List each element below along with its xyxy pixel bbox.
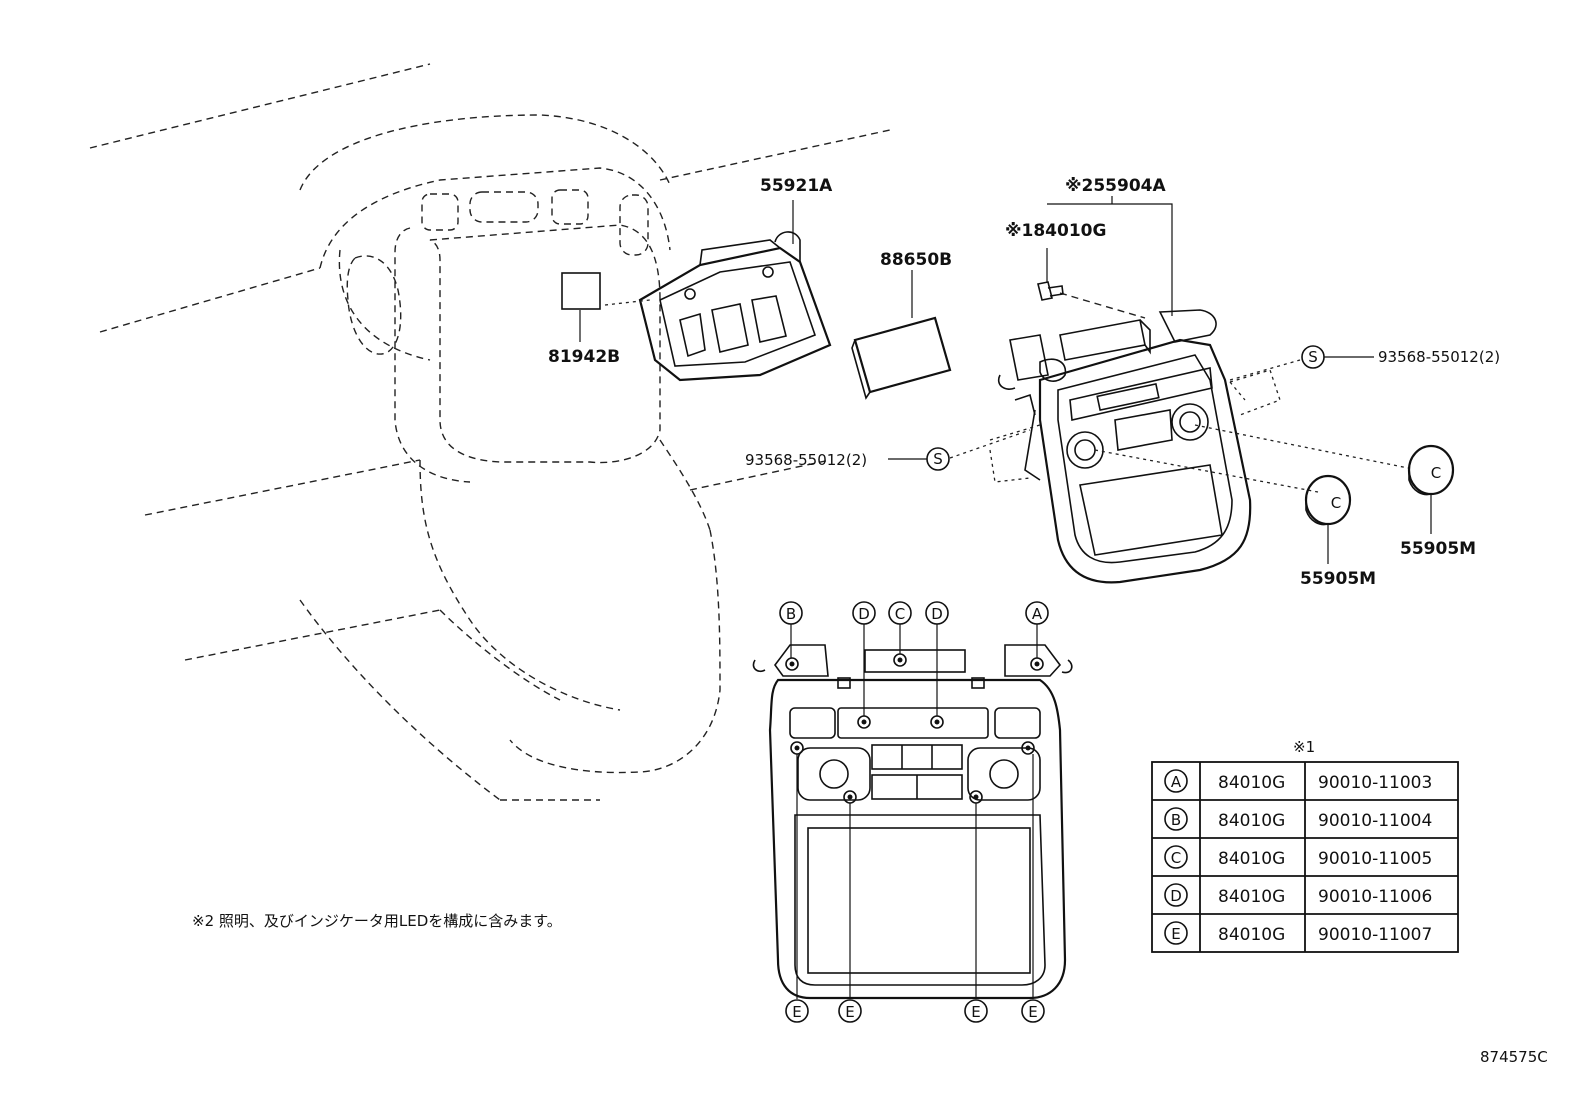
row-key: D: [1170, 887, 1182, 905]
callout-e-3: E: [971, 1003, 980, 1021]
callout-d-right: D: [931, 605, 943, 623]
diagram-id: 874575C: [1480, 1048, 1548, 1066]
label-55904a: ※255904A: [1065, 176, 1166, 196]
label-88650b: 88650B: [880, 250, 952, 270]
table-heading: ※1: [1293, 738, 1315, 756]
screw-84010g: [1037, 248, 1064, 301]
callout-e-4: E: [1028, 1003, 1037, 1021]
callout-e-2: E: [845, 1003, 854, 1021]
leader-55904a: [1047, 196, 1173, 316]
label-screw-right: 93568-55012(2): [1378, 348, 1500, 366]
row-key: E: [1171, 925, 1180, 943]
label-screw-left: 93568-55012(2): [745, 451, 867, 469]
row-number: 90010-11003: [1318, 773, 1432, 793]
table-row: C 84010G 90010-11005: [1164, 845, 1432, 869]
label-55905m-right: 55905M: [1400, 539, 1476, 559]
label-81942b: 81942B: [548, 347, 620, 367]
table-row: A 84010G 90010-11003: [1164, 769, 1432, 793]
screw-symbol-right: [1301, 345, 1374, 369]
callout-c: C: [895, 605, 905, 623]
detail-panel-front: [752, 624, 1073, 1000]
control-panel-55904a: [997, 309, 1252, 584]
row-key: C: [1171, 849, 1181, 867]
label-84010g: ※184010G: [1005, 221, 1106, 241]
assembly-guides: [949, 292, 1409, 493]
parts-table: ※1 A 84010G 90010-11003 B 84010G 90010-1…: [1151, 738, 1459, 953]
row-part: 84010G: [1218, 811, 1285, 831]
row-key: A: [1171, 773, 1182, 791]
row-number: 90010-11007: [1318, 925, 1432, 945]
row-number: 90010-11006: [1318, 887, 1432, 907]
row-part: 84010G: [1218, 849, 1285, 869]
row-number: 90010-11004: [1318, 811, 1432, 831]
screw-s-right: S: [1308, 348, 1318, 366]
label-55921a: 55921A: [760, 176, 833, 196]
knob-55905m-right: [1407, 444, 1455, 534]
row-number: 90010-11005: [1318, 849, 1432, 869]
dashboard-outline: [89, 63, 891, 801]
knob-55905m-left: [1304, 474, 1352, 564]
label-81942b-shape: [561, 272, 601, 310]
table-row: D 84010G 90010-11006: [1164, 883, 1432, 907]
knob-c-left: C: [1331, 494, 1341, 512]
knob-c-right: C: [1431, 464, 1441, 482]
screw-symbol-left: [888, 447, 950, 471]
detail-callouts-bottom: E E E E: [785, 999, 1045, 1023]
callout-b: B: [786, 605, 796, 623]
row-part: 84010G: [1218, 887, 1285, 907]
table-row: B 84010G 90010-11004: [1164, 807, 1432, 831]
callout-a: A: [1032, 605, 1043, 623]
callout-e-1: E: [792, 1003, 801, 1021]
screw-s-left: S: [933, 450, 943, 468]
row-key: B: [1171, 811, 1181, 829]
label-55905m-left: 55905M: [1300, 569, 1376, 589]
row-part: 84010G: [1218, 925, 1285, 945]
callout-d-left: D: [858, 605, 870, 623]
bracket-55921a: [604, 231, 832, 382]
row-part: 84010G: [1218, 773, 1285, 793]
module-88650b: [851, 270, 952, 400]
table-row: E 84010G 90010-11007: [1164, 921, 1432, 945]
footnote: ※2 照明、及びインジケータ用LEDを構成に含みます。: [192, 912, 562, 930]
detail-callouts-top: B D C D A: [779, 601, 1049, 625]
